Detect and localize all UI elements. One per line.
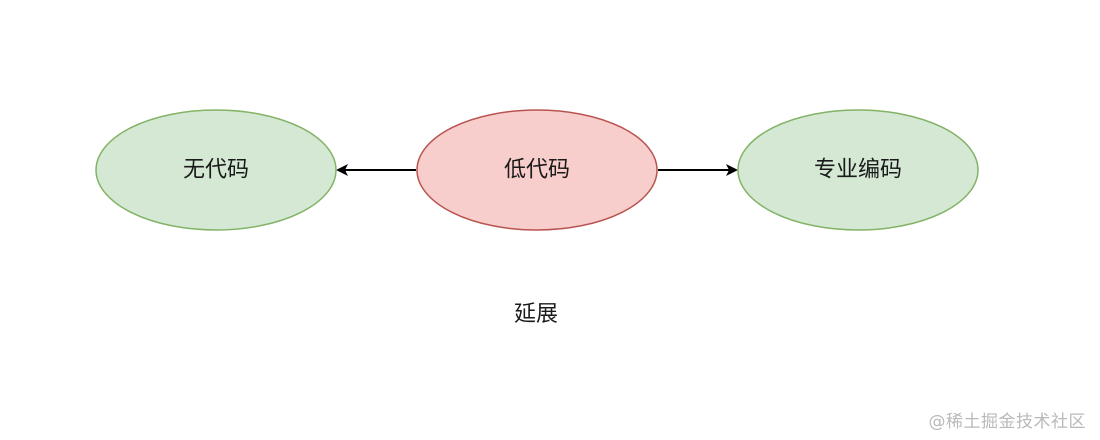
node-low-code-label: 低代码	[504, 158, 570, 183]
diagram-caption: 延展	[513, 302, 558, 327]
node-pro-code: 专业编码	[737, 109, 979, 231]
node-no-code: 无代码	[95, 109, 337, 231]
node-low-code: 低代码	[416, 109, 658, 231]
node-no-code-shape	[95, 109, 337, 231]
watermark-text: @稀土掘金技术社区	[928, 412, 1086, 432]
node-low-code-shape	[416, 109, 658, 231]
node-pro-code-label: 专业编码	[814, 158, 902, 183]
node-pro-code-shape	[737, 109, 979, 231]
node-no-code-label: 无代码	[183, 158, 249, 183]
